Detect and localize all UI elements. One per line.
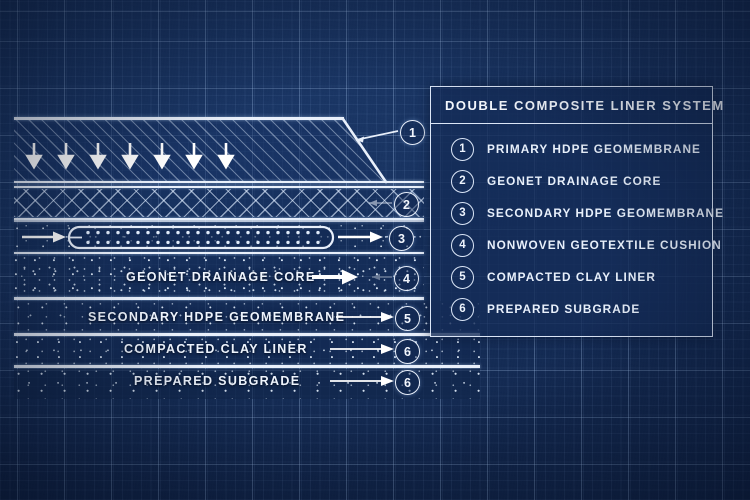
legend-items: 1 PRIMARY HDPE GEOMEMBRANE 2 GEONET DRAI… (431, 124, 723, 336)
legend-item-compacted-clay-liner[interactable]: 5 COMPACTED CLAY LINER (431, 261, 712, 293)
legend-number-icon: 2 (451, 169, 474, 193)
legend-item-label: COMPACTED CLAY LINER (487, 270, 656, 284)
legend-item-label: PRIMARY HDPE GEOMEMBRANE (487, 142, 701, 156)
legend-number-icon: 6 (451, 297, 474, 321)
legend-number-icon: 4 (451, 233, 474, 257)
legend-number-icon: 1 (451, 137, 474, 161)
callout-5[interactable]: 5 (395, 306, 420, 331)
legend-item-prepared-subgrade[interactable]: 6 PREPARED SUBGRADE (431, 293, 712, 325)
band-label-compacted-clay-liner: COMPACTED CLAY LINER (124, 342, 308, 356)
legend-number-icon: 5 (451, 265, 474, 289)
waste-mass-hatching (14, 120, 386, 182)
pipe-bedding-speckle (14, 222, 424, 252)
legend-number-icon: 3 (451, 201, 474, 225)
legend-item-label: GEONET DRAINAGE CORE (487, 174, 662, 188)
geonet-crosshatch-layer (14, 189, 424, 217)
callout-6-subgrade[interactable]: 6 (395, 370, 420, 395)
band-label-prepared-subgrade: PREPARED SUBGRADE (134, 374, 301, 388)
legend-item-label: NONWOVEN GEOTEXTILE CUSHION (487, 238, 722, 252)
secondary-geomembrane-bottom-rule (14, 333, 480, 336)
band-label-geonet-drainage-core: GEONET DRAINAGE CORE (126, 270, 316, 284)
primary-geomembrane-rule-lower (14, 186, 424, 189)
callout-1[interactable]: 1 (400, 120, 425, 145)
callout-6-clay[interactable]: 6 (395, 339, 420, 364)
legend-item-nonwoven-geotextile-cushion[interactable]: 4 NONWOVEN GEOTEXTILE CUSHION (431, 229, 721, 261)
legend-item-primary-hdpe-geomembrane[interactable]: 1 PRIMARY HDPE GEOMEMBRANE (431, 133, 712, 165)
pipe-band-top-rule (14, 220, 424, 222)
primary-geomembrane-rule-upper (14, 181, 424, 184)
callout-4[interactable]: 4 (394, 266, 419, 291)
legend-item-geonet-drainage-core[interactable]: 2 GEONET DRAINAGE CORE (431, 165, 712, 197)
waste-mass-top-rule (14, 117, 344, 120)
pipe-band-bottom-rule (14, 252, 424, 255)
legend-item-label: SECONDARY HDPE GEOMEMBRANE (487, 206, 725, 220)
clay-liner-bottom-rule (14, 365, 480, 368)
legend-item-secondary-hdpe-geomembrane[interactable]: 3 SECONDARY HDPE GEOMEMBRANE (431, 197, 723, 229)
legend-panel: DOUBLE COMPOSITE LINER SYSTEM 1 PRIMARY … (430, 86, 723, 337)
callout-3[interactable]: 3 (389, 226, 414, 251)
callout-2[interactable]: 2 (394, 192, 419, 217)
waste-mass-layer (14, 120, 386, 182)
geonet-core-bottom-rule (14, 297, 424, 300)
geonet-crosshatch-pattern (14, 189, 424, 217)
legend-item-label: PREPARED SUBGRADE (487, 302, 641, 316)
perforated-drainage-pipe-layer (14, 222, 424, 252)
legend-title: DOUBLE COMPOSITE LINER SYSTEM (431, 87, 723, 124)
band-label-secondary-hdpe-geomembrane: SECONDARY HDPE GEOMEMBRANE (88, 310, 346, 324)
